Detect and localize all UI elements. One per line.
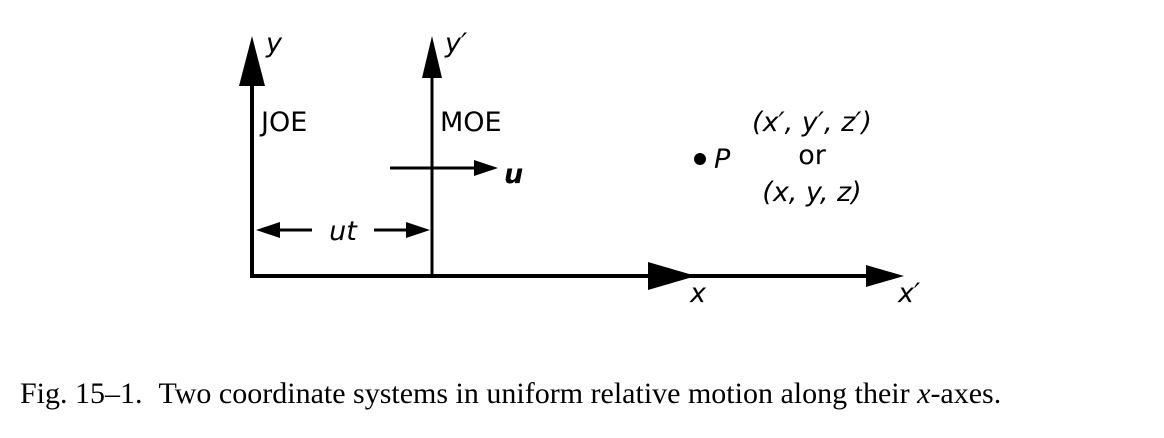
joe-frame-label: JOE [259, 107, 307, 138]
unprimed-coords-label: (x, y, z) [762, 177, 861, 208]
separation-label: ut [329, 216, 358, 247]
primed-coords-label: (x′, y′, z′) [752, 107, 872, 138]
moe-frame-label: MOE [440, 107, 502, 138]
velocity-label: u [504, 159, 523, 190]
caption-text-before: Two coordinate systems in uniform relati… [159, 377, 918, 410]
caption-prefix: Fig. 15–1. [20, 377, 143, 410]
x-prime-axis-arrowhead [866, 265, 904, 287]
x-axis-label: x [689, 278, 707, 309]
moe-y-axis-arrowhead [422, 36, 442, 78]
velocity-arrowhead [474, 160, 498, 176]
x-axis-arrowhead [648, 262, 696, 290]
x-prime-axis-label: x′ [897, 278, 920, 309]
caption-italic-word: x [916, 377, 931, 410]
joe-y-axis-label: y [265, 28, 283, 59]
point-p-label: P [714, 144, 731, 175]
coords-connector-label: or [798, 140, 827, 171]
caption-text-after: -axes. [930, 377, 1001, 410]
figure-caption: Fig. 15–1. Two coordinate systems in unif… [20, 377, 1001, 410]
point-p-dot [694, 153, 706, 165]
joe-y-axis-arrowhead [239, 36, 265, 86]
separation-left-arrowhead [256, 222, 280, 238]
separation-right-arrowhead [406, 222, 430, 238]
moe-y-axis-label: y′ [444, 28, 467, 59]
